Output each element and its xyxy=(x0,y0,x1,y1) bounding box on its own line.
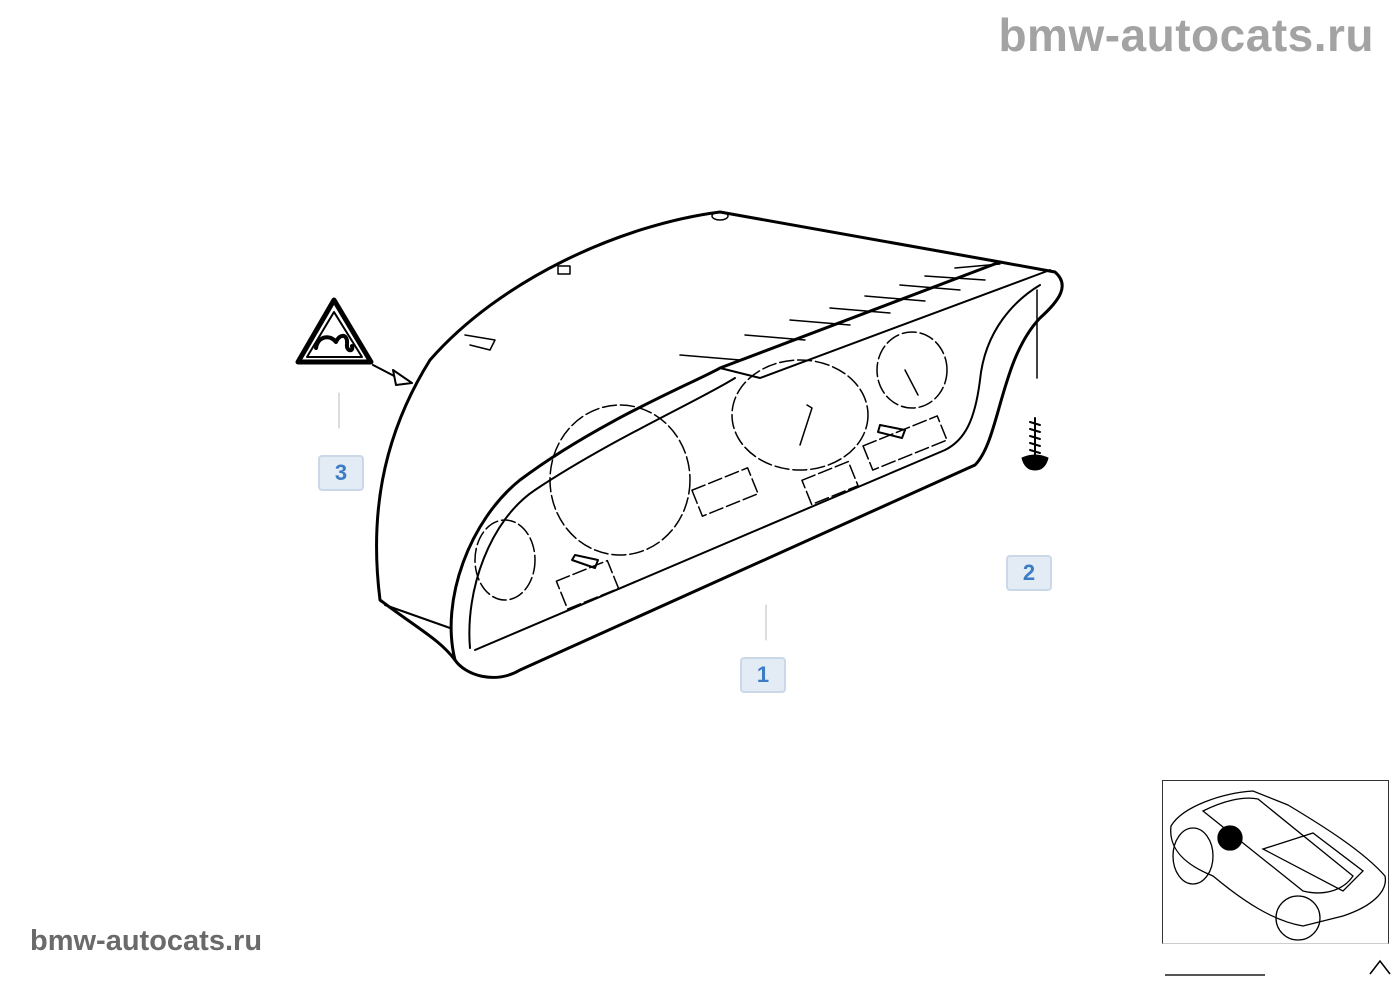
thumbnail-scrollbar xyxy=(1165,974,1265,976)
navigate-up-icon[interactable] xyxy=(1368,957,1392,977)
screw-icon xyxy=(1021,417,1049,471)
callout-2[interactable]: 2 xyxy=(1006,555,1052,591)
watermark-top: bmw-autocats.ru xyxy=(998,9,1374,61)
callout-3[interactable]: 3 xyxy=(318,455,364,491)
callout-1[interactable]: 1 xyxy=(740,657,786,693)
warning-triangle-icon xyxy=(295,297,413,386)
car-location-thumbnail xyxy=(1162,780,1389,944)
car-icon xyxy=(1170,790,1386,941)
instrument-cluster-drawing xyxy=(375,210,1064,679)
watermark-bottom: bmw-autocats.ru xyxy=(30,925,263,957)
